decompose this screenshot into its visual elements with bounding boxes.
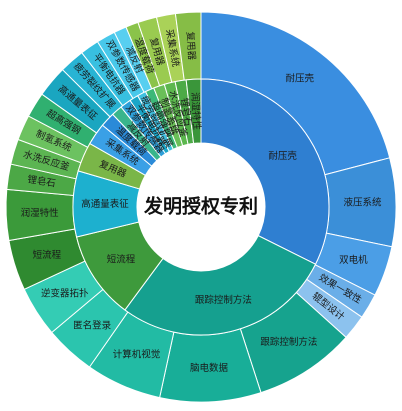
outer-segment-label: 液压系统	[343, 197, 382, 209]
inner-segment	[124, 234, 317, 336]
outer-segment-label: 复用器	[184, 31, 198, 61]
inner-segment	[185, 78, 202, 144]
outer-segment-label: 跟踪控制方法	[260, 336, 317, 348]
inner-ring	[72, 78, 330, 336]
chart-title: 发明授权专利	[143, 195, 258, 218]
outer-ring	[5, 11, 397, 403]
outer-segment-label: 短流程	[33, 249, 62, 261]
outer-segment-label: 逆变器拓扑	[41, 287, 89, 299]
inner-segment-label: 短流程	[107, 254, 136, 266]
outer-segment-label: 计算机视觉	[113, 349, 161, 361]
inner-segment-label: 高通量表征	[81, 198, 129, 210]
inner-segment	[200, 78, 330, 265]
outer-segment-label: 脑电数据	[190, 362, 229, 374]
outer-segment-label: 耐压壳	[285, 73, 314, 85]
outer-segment-label: 双电机	[339, 254, 368, 266]
center-circle	[138, 144, 264, 270]
inner-segment-label: 锂皂石	[178, 97, 194, 127]
inner-segment-label: 跟踪控制方法	[195, 294, 252, 306]
outer-segment-label: 润湿特性	[21, 207, 60, 219]
inner-segment-label: 耐压壳	[268, 150, 297, 162]
inner-segment-label: 润湿特性	[189, 92, 203, 131]
outer-segment-label: 匿名登录	[73, 320, 112, 332]
outer-segment-label: 锂皂石	[27, 173, 57, 189]
